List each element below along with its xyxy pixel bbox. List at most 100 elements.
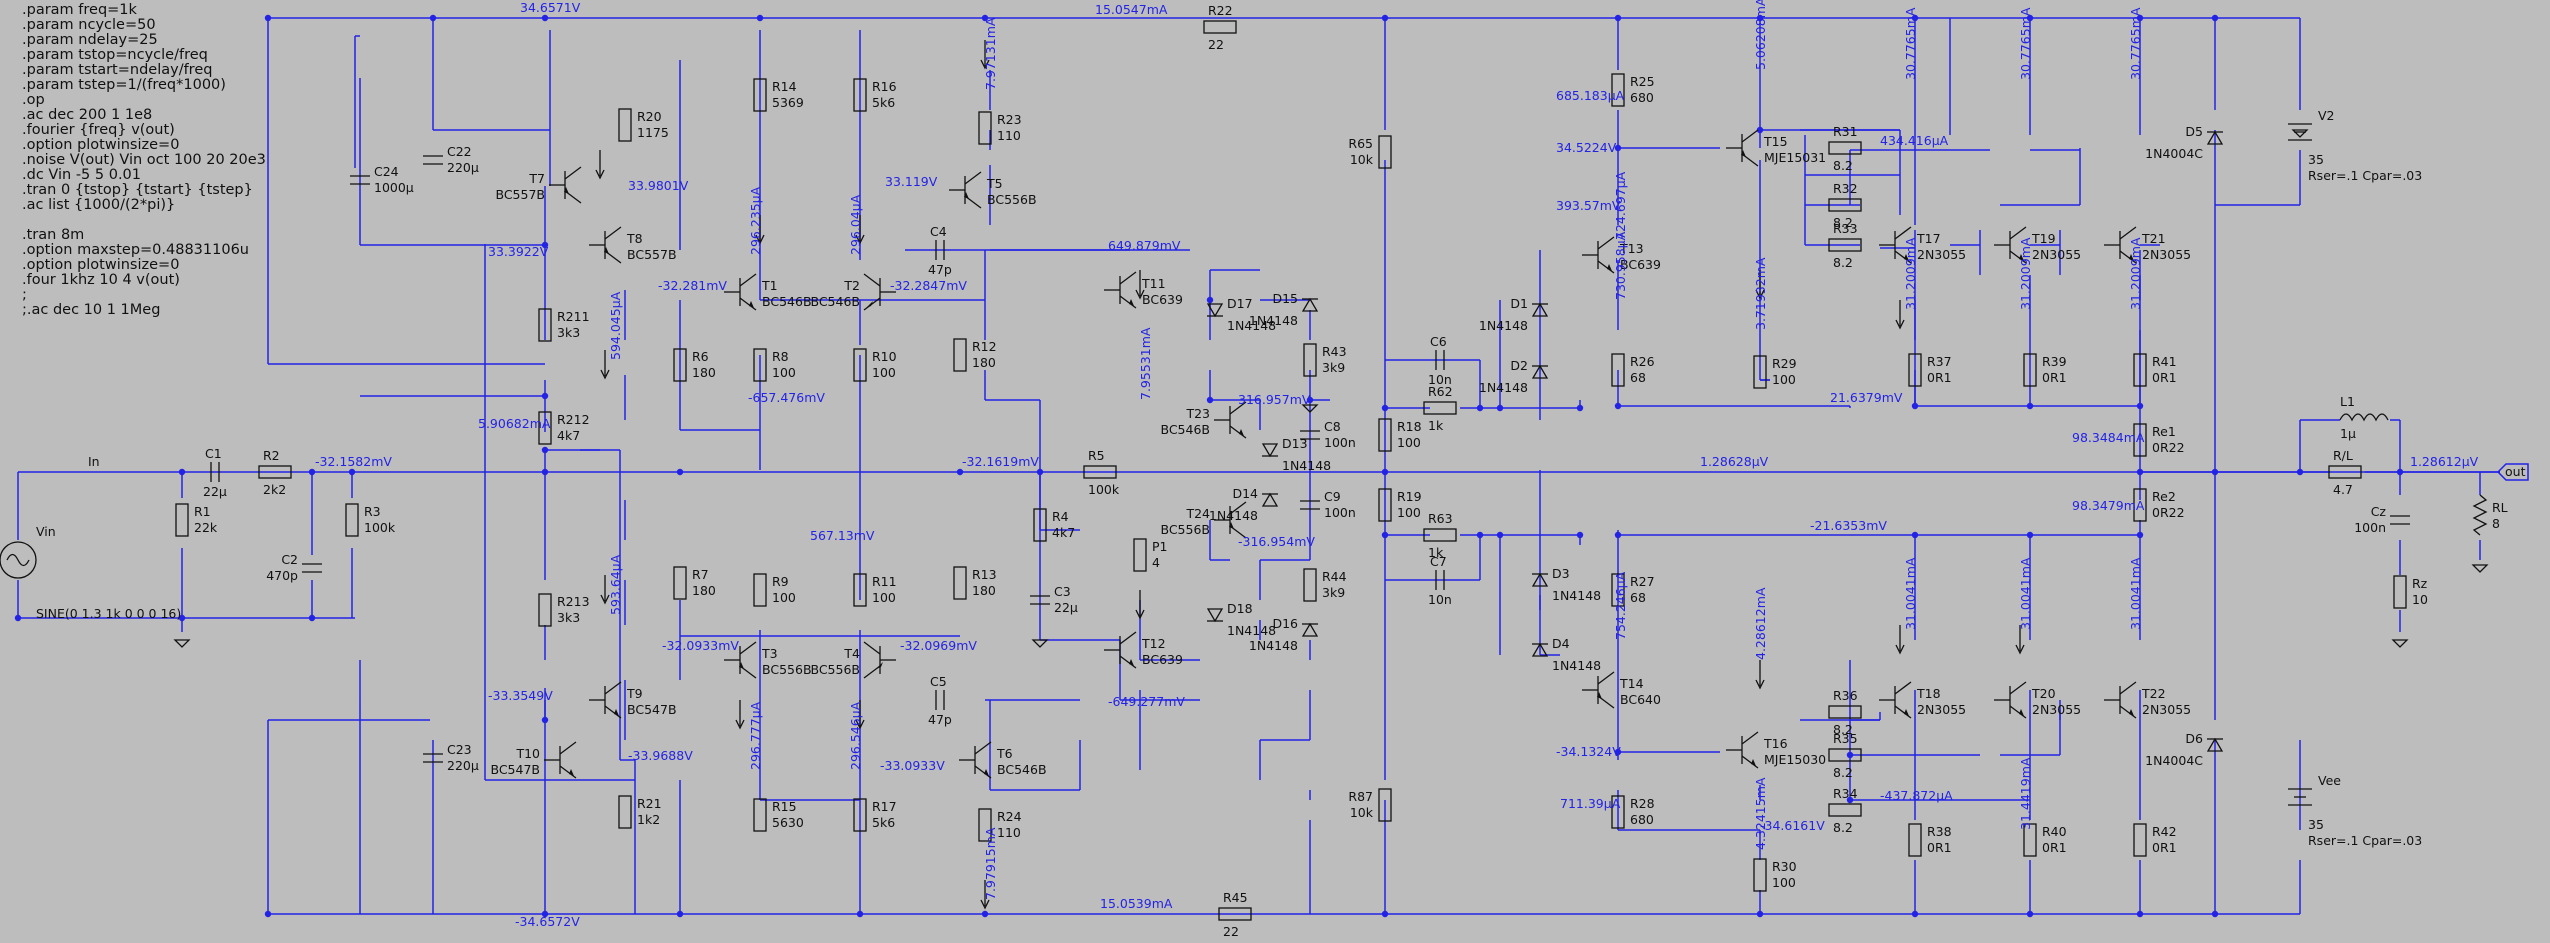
junction-dot — [2026, 910, 2034, 918]
resistor-value: 3k9 — [1322, 585, 1345, 600]
resistor-name: R40 — [2042, 824, 2067, 839]
junction-dot — [1206, 296, 1214, 304]
transistor-name: T18 — [1916, 686, 1941, 701]
operating-point-label: -32.1582mV — [315, 454, 392, 469]
source-name: Vin — [36, 524, 56, 539]
operating-point-label: -32.1619mV — [962, 454, 1039, 469]
inductor-symbol — [2339, 413, 2389, 422]
diode-triangle — [1531, 302, 1549, 317]
resistor-name: R44 — [1322, 569, 1347, 584]
transistor-model: BC547B — [627, 702, 677, 717]
transistor-emitter — [1119, 295, 1137, 309]
operating-point-label: -437.872µA — [1880, 788, 1953, 803]
resistor-value: 2k2 — [263, 482, 286, 497]
resistor-name: Rz — [2412, 576, 2428, 591]
operating-point-label: -33.9688V — [628, 748, 693, 763]
operating-point-label: 730.958µA — [1613, 231, 1628, 300]
resistor-symbol — [1828, 803, 1862, 817]
capacitor-value: 47p — [928, 712, 952, 727]
resistor-symbol — [1611, 795, 1625, 829]
supply-name: V2 — [2318, 108, 2335, 123]
transistor-emitter — [559, 765, 577, 779]
resistor-value: 0R1 — [1927, 370, 1952, 385]
diode-name: D15 — [1272, 291, 1298, 306]
resistor-symbol — [2133, 353, 2147, 387]
transistor-emitter — [2009, 250, 2027, 264]
transistor-emitter — [1894, 250, 1912, 264]
resistor-name: R36 — [1833, 688, 1858, 703]
resistor-symbol — [1303, 568, 1317, 602]
transistor-model: BC546B — [810, 294, 860, 309]
resistor-value: 5630 — [772, 815, 804, 830]
junction-dot — [1911, 14, 1919, 22]
operating-point-label: -34.6161V — [1760, 818, 1825, 833]
transistor-collector — [2009, 681, 2027, 695]
diode-name: D18 — [1227, 601, 1253, 616]
resistor-symbol — [1083, 465, 1117, 479]
transistor-model: BC556B — [810, 662, 860, 677]
resistor-name: R10 — [872, 349, 897, 364]
operating-point-label: 4.32415mA — [1753, 777, 1768, 850]
operating-point-label: 724.697µA — [1613, 171, 1628, 240]
operating-point-label: -657.476mV — [748, 390, 825, 405]
resistor-name: R7 — [692, 567, 709, 582]
transistor-emitter — [739, 297, 757, 311]
current-arrowhead — [600, 369, 610, 380]
supply-params: Rser=.1 Cpar=.03 — [2308, 168, 2422, 183]
diode-model: 1N4148 — [1552, 658, 1601, 673]
directive-line: .option maxstep=0.48831106u — [22, 242, 249, 258]
resistor-symbol — [618, 795, 632, 829]
resistor-value: 0R1 — [2042, 840, 2067, 855]
resistor-name: R87 — [1348, 789, 1373, 804]
resistor-symbol — [2328, 465, 2362, 479]
transistor-arrow — [2129, 254, 2134, 261]
junction-dot — [541, 910, 549, 918]
operating-point-label: 5.06208mA — [1753, 0, 1768, 70]
diode-model: 1N4148 — [1282, 458, 1331, 473]
capacitor-value: 470p — [266, 568, 298, 583]
transistor-collector — [1119, 631, 1137, 645]
operating-point-label: -33.3549V — [488, 688, 553, 703]
junction-dot — [1206, 396, 1214, 404]
resistor-name: RL — [2492, 500, 2508, 515]
transistor-arrow — [1741, 150, 1746, 157]
resistor-name: R29 — [1772, 356, 1797, 371]
resistor-symbol — [1303, 343, 1317, 377]
diode-triangle — [2206, 130, 2224, 145]
transistor-name: T11 — [1141, 276, 1166, 291]
transistor-collector — [2119, 226, 2137, 240]
operating-point-label: 711.39µA — [1560, 796, 1621, 811]
resistor-name: R9 — [772, 574, 789, 589]
resistor-value: 1175 — [637, 125, 669, 140]
transistor-arrow — [2129, 709, 2134, 716]
resistor-name: R18 — [1397, 419, 1422, 434]
resistor-symbol — [1828, 141, 1862, 155]
directive-line: .tran 8m — [22, 227, 84, 243]
resistor-symbol — [1133, 538, 1147, 572]
junction-dot — [1846, 796, 1854, 804]
resistor-name: R1 — [194, 504, 211, 519]
junction-dot — [1911, 910, 1919, 918]
capacitor-name: C23 — [447, 742, 472, 757]
transistor-collector — [604, 681, 622, 695]
junction-dot — [1911, 402, 1919, 410]
resistor-symbol — [853, 798, 867, 832]
resistor-value: 100 — [1772, 875, 1796, 890]
resistor-value: 8.2 — [1833, 215, 1853, 230]
current-arrowhead — [855, 234, 865, 245]
resistor-value: 3k3 — [557, 610, 580, 625]
operating-point-label: 34.6571V — [520, 0, 581, 15]
junction-dot — [541, 716, 549, 724]
diode-model: 1N4148 — [1249, 638, 1298, 653]
capacitor-value: 220µ — [447, 758, 479, 773]
transistor-arrow — [1904, 709, 1909, 716]
source-value: SINE(0 1.3 1k 0 0 0 16) — [36, 606, 181, 621]
resistor-name: R6 — [692, 349, 709, 364]
output-port-symbol — [2496, 463, 2529, 481]
directive-line: .param freq=1k — [22, 2, 138, 18]
operating-point-label: -32.2847mV — [890, 278, 967, 293]
transistor-model: BC546B — [997, 762, 1047, 777]
resistor-value: 100 — [1397, 505, 1421, 520]
resistor-value: 5369 — [772, 95, 804, 110]
current-arrowhead — [1135, 609, 1145, 620]
